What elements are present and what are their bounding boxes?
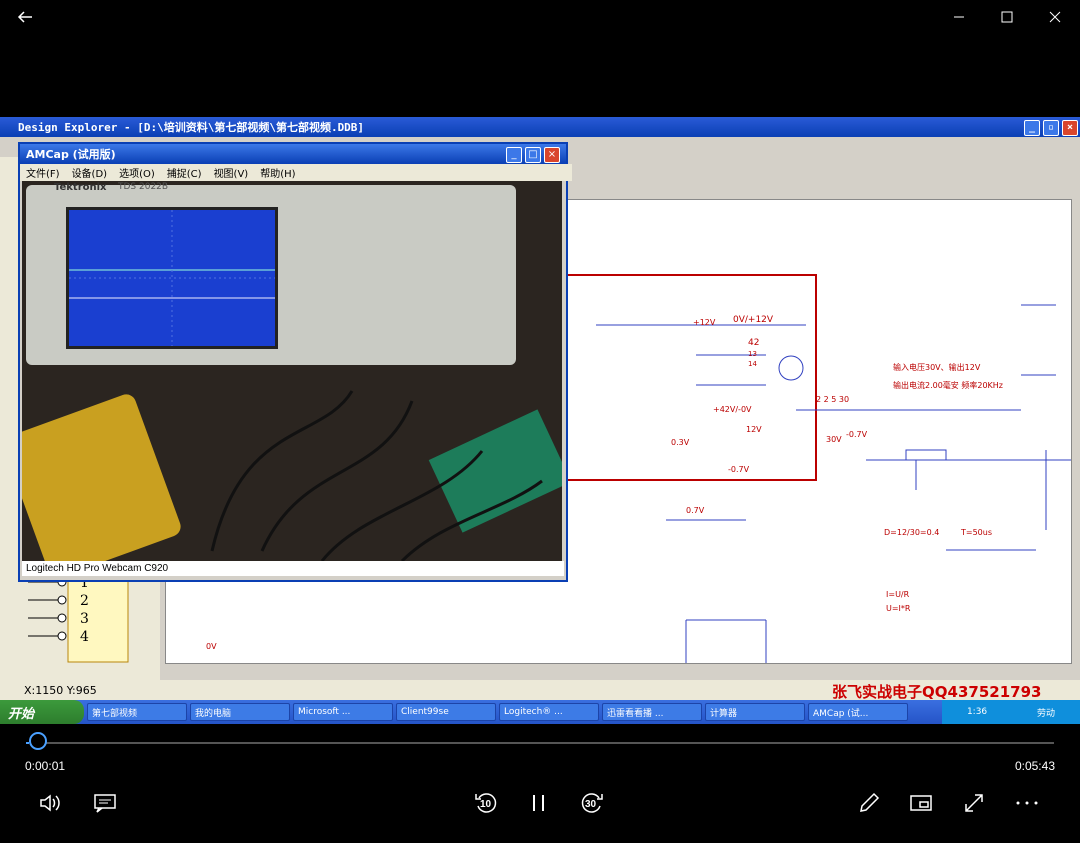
amcap-window[interactable]: AMCap (试用版) _ □ × 文件(F) 设备(D) 选项(O) 捕捉(C…: [18, 142, 572, 582]
pen-edit-icon[interactable]: [854, 788, 884, 818]
pin-label-3: 3: [80, 611, 89, 627]
task-item: Logitech® ...: [499, 703, 599, 721]
de-close-icon: ×: [1062, 120, 1078, 136]
amcap-menu-view: 视图(V): [213, 169, 249, 180]
sch-note-ohm1: I=U/R: [886, 590, 910, 599]
de-minimize-icon: _: [1024, 120, 1040, 136]
sch-label-14: 14: [748, 360, 757, 368]
video-frame[interactable]: Design Explorer - [D:\培训资料\第七部视频\第七部视频.D…: [0, 117, 1080, 724]
amcap-statusbar: Logitech HD Pro Webcam C920: [22, 561, 564, 576]
skip-fwd-label: 30: [585, 799, 597, 810]
start-label: 开始: [8, 706, 35, 722]
current-time: 0:00:01: [25, 759, 66, 773]
amcap-minimize-icon: _: [506, 147, 522, 163]
amcap-menubar: 文件(F) 设备(D) 选项(O) 捕捉(C) 视图(V) 帮助(H): [20, 164, 572, 181]
amcap-menu-help: 帮助(H): [260, 169, 296, 180]
amcap-menu-device: 设备(D): [71, 169, 108, 180]
amcap-maximize-icon: □: [525, 147, 541, 163]
sch-note-ohm2: U=I*R: [886, 604, 911, 613]
scope-model: TDS 2022B: [118, 182, 169, 192]
sch-label-neg07v-b: -0.7V: [846, 430, 868, 439]
pin-label-4: 4: [80, 629, 89, 645]
subtitles-icon[interactable]: [90, 788, 120, 818]
seek-bar-track[interactable]: [40, 742, 1054, 744]
close-icon[interactable]: [1042, 4, 1068, 30]
skip-back-label: 10: [480, 799, 492, 810]
mini-view-icon[interactable]: [906, 788, 936, 818]
system-tray: 1:36 劳动: [942, 700, 1080, 724]
seek-bar-fill: [26, 742, 29, 744]
back-arrow-icon[interactable]: [12, 4, 38, 30]
sch-label-0v: 0V: [206, 642, 217, 651]
player-top-bar: [0, 0, 1080, 34]
start-button: 开始: [0, 700, 84, 724]
schematic-drawing: [563, 274, 1071, 663]
sch-note-period: T=50us: [961, 528, 993, 537]
amcap-menu-capture: 捕捉(C): [166, 169, 202, 180]
sch-label-03v: 0.3V: [671, 438, 690, 447]
sch-note-duty: D=12/30=0.4: [884, 528, 940, 537]
sch-label-42: 42: [748, 338, 760, 348]
sch-label-13: 13: [748, 350, 757, 358]
amcap-close-icon: ×: [544, 147, 560, 163]
scope-screen: [66, 207, 278, 349]
maximize-icon[interactable]: [994, 4, 1020, 30]
tray-clock: 1:36: [966, 707, 988, 717]
sch-label-nums: 2 2 5 30: [816, 395, 850, 404]
sch-label-30v: 30V: [826, 435, 842, 444]
design-explorer-title: Design Explorer - [D:\培训资料\第七部视频\第七部视频.D…: [18, 121, 365, 134]
task-item: 迅雷看看播 ...: [602, 703, 702, 721]
sch-label-0v12v: 0V/+12V: [733, 315, 774, 325]
amcap-title: AMCap (试用版): [26, 148, 116, 161]
minimize-icon[interactable]: [946, 4, 972, 30]
skip-forward-30-button[interactable]: 30: [577, 788, 607, 818]
pin-label-1: 1: [80, 575, 89, 591]
volume-icon[interactable]: [36, 788, 66, 818]
sch-note-output: 输出电流2.00毫安 频率20KHz: [893, 381, 1003, 390]
seek-bar-thumb[interactable]: [29, 732, 47, 750]
sch-label-12v-b: 12V: [746, 425, 762, 434]
coords-readout: X:1150 Y:965: [24, 684, 97, 697]
task-item: AMCap (试...: [808, 703, 908, 721]
task-item: Microsoft ...: [293, 703, 393, 721]
task-item: 第七部视频: [87, 703, 187, 721]
task-item: Client99se: [396, 703, 496, 721]
sch-label-07v: 0.7V: [686, 506, 705, 515]
watermark-text: 张飞实战电子QQ437521793: [832, 683, 1042, 701]
sch-label-neg07v: -0.7V: [728, 465, 750, 474]
de-restore-icon: ▫: [1043, 120, 1059, 136]
amcap-titlebar: AMCap (试用版): [20, 144, 566, 164]
webcam-preview: Tektronix TDS 2022B: [22, 181, 562, 561]
amcap-menu-file: 文件(F): [26, 169, 60, 180]
sch-note-input: 输入电压30V、输出12V: [893, 363, 981, 372]
task-item: 我的电脑: [190, 703, 290, 721]
skip-back-10-button[interactable]: 10: [471, 788, 501, 818]
design-explorer-statusbar: X:1150 Y:965 张飞实战电子QQ437521793: [0, 680, 1080, 701]
pause-button[interactable]: [524, 788, 554, 818]
fullscreen-icon[interactable]: [959, 788, 989, 818]
total-time: 0:05:43: [1014, 759, 1055, 773]
more-options-icon[interactable]: [1012, 788, 1042, 818]
amcap-menu-options: 选项(O): [119, 169, 155, 180]
pin-label-2: 2: [80, 593, 89, 609]
tray-text: 劳动: [1037, 708, 1056, 719]
scope-brand: Tektronix: [54, 182, 107, 193]
sch-label-42v: +42V/-0V: [713, 405, 752, 414]
xp-taskbar: 开始 第七部视频 我的电脑 Microsoft ... Client99se L…: [0, 700, 1080, 724]
task-item: 计算器: [705, 703, 805, 721]
multimeter: [22, 391, 184, 561]
sch-label-12v: +12V: [693, 318, 716, 327]
design-explorer-titlebar: Design Explorer - [D:\培训资料\第七部视频\第七部视频.D…: [0, 117, 1080, 137]
